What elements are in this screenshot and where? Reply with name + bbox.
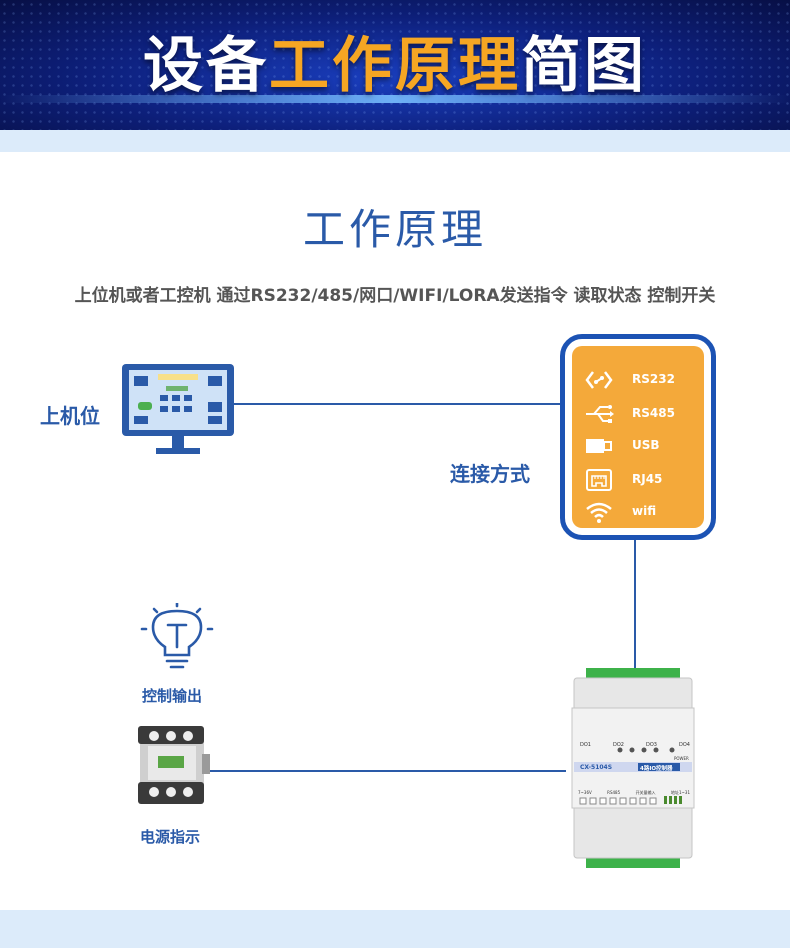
connection-item-rs232: RS232 (572, 366, 704, 394)
io-controller-device: DO1 DO2 DO3 DO4 POWER CX-5104S 4路IO控制器 7… (568, 668, 698, 868)
power-indicator-label: 电源指示 (140, 828, 201, 846)
banner-title-highlight: 工作原理 (269, 31, 521, 101)
host-connection-line (232, 403, 562, 405)
device-bottom-label: 地址1~31 (671, 790, 690, 795)
device-output-label: DO2 (613, 742, 624, 748)
device-output-label: DO4 (679, 742, 690, 748)
connection-item-usb: USB (572, 432, 704, 460)
section-subtitle: 上位机或者工控机 通过RS232/485/网口/WIFI/LORA发送指令 读取… (74, 286, 716, 306)
connection-item-label: USB (632, 438, 660, 452)
banner-title-part3: 简图 (521, 31, 647, 101)
control-output-label: 控制输出 (142, 687, 203, 705)
contactor-connection-line (208, 770, 566, 772)
device-bottom-label: RS485 (607, 790, 621, 795)
vertical-connection-line (634, 540, 636, 675)
connection-item-label: RS232 (632, 372, 675, 386)
banner-title: 设备工作原理简图 (0, 30, 790, 102)
connection-item-label: wifi (632, 504, 657, 518)
rs232-icon (585, 371, 613, 389)
header-banner: 设备工作原理简图 (0, 0, 790, 130)
section-title: 工作原理 (302, 205, 487, 254)
banner-title-part1: 设备 (143, 31, 269, 101)
device-bottom-labels: 7~36V RS485 开关量输入 地址1~31 (578, 790, 690, 796)
device-bottom-label: 开关量输入 (635, 790, 656, 795)
wifi-icon (586, 502, 612, 523)
connection-item-label: RJ45 (632, 472, 663, 486)
device-bottom-label: 7~36V (578, 790, 592, 795)
connection-label: 连接方式 (450, 462, 530, 486)
connection-methods-panel: RS232 RS485 USB RJ45 wifi (572, 346, 704, 528)
banner-pattern (0, 0, 790, 130)
device-power-label: POWER (674, 756, 689, 761)
connection-methods-box: RS232 RS485 USB RJ45 wifi (560, 334, 716, 540)
device-model: CX-5104S (580, 764, 613, 771)
top-stripe (0, 130, 790, 152)
device-output-label: DO3 (646, 742, 657, 748)
rj45-icon (586, 469, 612, 491)
device-output-label: DO1 (580, 742, 591, 748)
device-output-labels: DO1 DO2 DO3 DO4 (580, 742, 690, 748)
host-label: 上机位 (40, 404, 100, 428)
banner-glow (0, 95, 790, 103)
contactor-image (136, 724, 212, 812)
lightbulb-icon (140, 601, 214, 675)
host-monitor-icon (120, 362, 236, 462)
connection-item-rs485: RS485 (572, 400, 704, 428)
connection-item-wifi: wifi (572, 498, 704, 526)
bottom-stripe (0, 910, 790, 948)
connection-item-rj45: RJ45 (572, 466, 704, 494)
rs485-icon (586, 405, 614, 423)
connection-item-label: RS485 (632, 406, 675, 420)
usb-icon (586, 439, 612, 453)
device-name: 4路IO控制器 (640, 766, 673, 772)
